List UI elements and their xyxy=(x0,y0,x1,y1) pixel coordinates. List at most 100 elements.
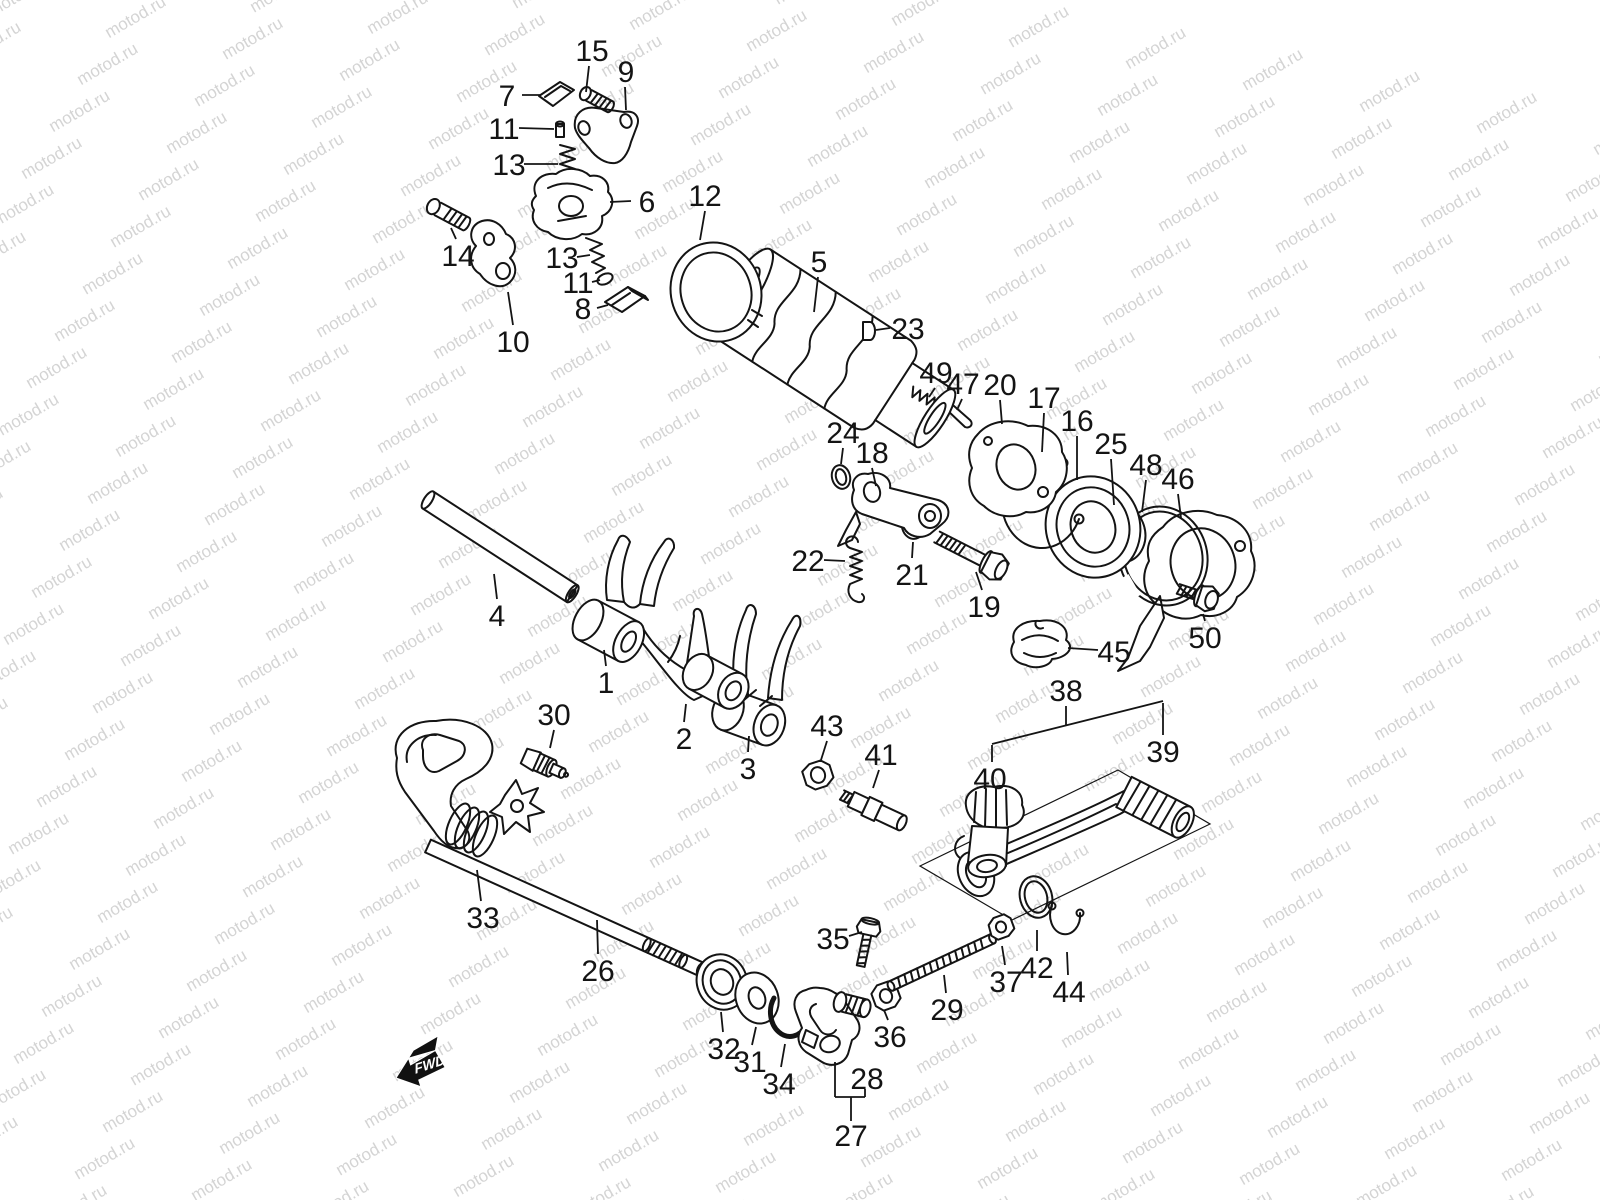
watermark-text: motod.ru xyxy=(715,52,783,102)
part-number-9: 9 xyxy=(618,56,635,89)
part-number-7: 7 xyxy=(499,80,516,113)
watermark-text: motod.ru xyxy=(262,595,330,645)
part-callout-24: 24 xyxy=(826,417,860,465)
watermark-text: motod.ru xyxy=(122,830,190,880)
watermark-text: motod.ru xyxy=(1389,228,1457,278)
watermark-text: motod.ru xyxy=(712,1147,780,1197)
drawing-spring-13b xyxy=(585,237,606,274)
watermark-text: motod.ru xyxy=(885,1074,953,1124)
watermark-text: motod.ru xyxy=(300,967,368,1017)
watermark-text: motod.ru xyxy=(1122,23,1190,73)
part-callout-37: 37 xyxy=(989,945,1023,999)
watermark-text: motod.ru xyxy=(1554,1041,1600,1091)
part-callout-48: 48 xyxy=(1129,449,1163,513)
watermark-text: motod.ru xyxy=(743,5,811,55)
fwd-arrow-top-face xyxy=(407,1034,439,1060)
watermark-text: motod.ru xyxy=(280,129,348,179)
part-callout-49: 49 xyxy=(919,357,953,398)
watermark-text: motod.ru xyxy=(10,1018,78,1068)
drawing-bolt-50 xyxy=(1175,583,1220,613)
part-callout-22: 22 xyxy=(791,545,846,578)
drawing-snapring-44 xyxy=(1047,901,1085,936)
watermark-text: motod.ru xyxy=(491,428,559,478)
watermark-text: motod.ru xyxy=(982,258,1050,308)
part-number-24: 24 xyxy=(826,417,859,450)
drawing-nut-37 xyxy=(987,913,1016,941)
part-callout-5: 5 xyxy=(811,246,828,313)
watermark-text: motod.ru xyxy=(0,483,6,533)
watermark-text: motod.ru xyxy=(201,479,269,529)
watermark-text: motod.ru xyxy=(1310,579,1378,629)
watermark-text: motod.ru xyxy=(155,992,223,1042)
watermark-text: motod.ru xyxy=(946,1190,1014,1200)
part-number-27: 27 xyxy=(834,1120,867,1153)
watermark-text: motod.ru xyxy=(1119,1117,1187,1167)
watermark-text: motod.ru xyxy=(425,103,493,153)
watermark-text: motod.ru xyxy=(89,667,157,717)
watermark-text: motod.ru xyxy=(323,710,391,760)
part-number-42: 42 xyxy=(1020,952,1053,985)
watermark-text: motod.ru xyxy=(1002,1096,1070,1146)
watermark-text: motod.ru xyxy=(1427,600,1495,650)
watermark-text: motod.ru xyxy=(832,74,900,124)
watermark-text: motod.ru xyxy=(1562,156,1600,206)
watermark-text: motod.ru xyxy=(1483,506,1551,556)
part-callout-11: 11 xyxy=(488,113,555,146)
watermark-text: motod.ru xyxy=(1493,925,1561,975)
watermark-text: motod.ru xyxy=(346,454,414,504)
watermark-text: motod.ru xyxy=(1328,113,1396,163)
part-callout-17: 17 xyxy=(1027,382,1061,453)
watermark-text: motod.ru xyxy=(1249,463,1317,513)
drawing-shaft-4 xyxy=(420,490,580,604)
part-number-15: 15 xyxy=(575,35,608,68)
watermark-text: motod.ru xyxy=(341,244,409,294)
part-callout-4: 4 xyxy=(489,573,505,633)
part-callout-18: 18 xyxy=(855,437,889,487)
part-number-2: 2 xyxy=(676,723,693,756)
watermark-text: motod.ru xyxy=(430,313,498,363)
watermark-text: motod.ru xyxy=(496,638,564,688)
part-callout-31: 31 xyxy=(733,1026,767,1079)
watermark-text: motod.ru xyxy=(229,432,297,482)
watermark-text: motod.ru xyxy=(580,497,648,547)
part-number-19: 19 xyxy=(967,591,1000,624)
part-number-30: 30 xyxy=(537,699,570,732)
part-number-5: 5 xyxy=(811,246,828,279)
watermark-text: motod.ru xyxy=(1142,861,1210,911)
watermark-text: motod.ru xyxy=(618,869,686,919)
watermark-text: motod.ru xyxy=(206,689,274,739)
watermark-text: motod.ru xyxy=(1394,438,1462,488)
part-number-14: 14 xyxy=(441,240,474,273)
part-number-35: 35 xyxy=(816,923,849,956)
part-callout-3: 3 xyxy=(740,735,756,786)
watermark-text: motod.ru xyxy=(1127,232,1195,282)
part-callout-45: 45 xyxy=(1067,636,1131,669)
watermark-text: motod.ru xyxy=(829,1168,897,1200)
watermark-text: motod.ru xyxy=(1094,70,1162,120)
watermark-text: motod.ru xyxy=(28,552,96,602)
part-callout-1: 1 xyxy=(598,649,614,700)
part-callout-25: 25 xyxy=(1094,428,1128,506)
watermark-text: motod.ru xyxy=(244,1061,312,1111)
watermark-text: motod.ru xyxy=(0,436,34,486)
watermark-text: motod.ru xyxy=(1549,831,1600,881)
watermark-text: motod.ru xyxy=(71,1133,139,1183)
watermark-text: motod.ru xyxy=(1305,369,1373,419)
watermark-text: motod.ru xyxy=(1114,908,1182,958)
part-number-49: 49 xyxy=(919,357,952,390)
drawing-arm-33 xyxy=(394,718,545,858)
part-callout-39: 39 xyxy=(1146,703,1180,769)
watermark-text: motod.ru xyxy=(295,757,363,807)
part-callout-15: 15 xyxy=(575,35,609,93)
watermark-text: motod.ru xyxy=(880,865,948,915)
watermark-text: motod.ru xyxy=(1010,211,1078,261)
drawing-bolt-19 xyxy=(933,530,1010,581)
watermark-text: motod.ru xyxy=(38,971,106,1021)
watermark-text: motod.ru xyxy=(687,99,755,149)
watermark-text: motod.ru xyxy=(903,608,971,658)
watermark-text: motod.ru xyxy=(112,411,180,461)
watermark-text: motod.ru xyxy=(585,706,653,756)
part-number-13: 13 xyxy=(492,149,525,182)
watermark-text: motod.ru xyxy=(1292,1045,1360,1095)
